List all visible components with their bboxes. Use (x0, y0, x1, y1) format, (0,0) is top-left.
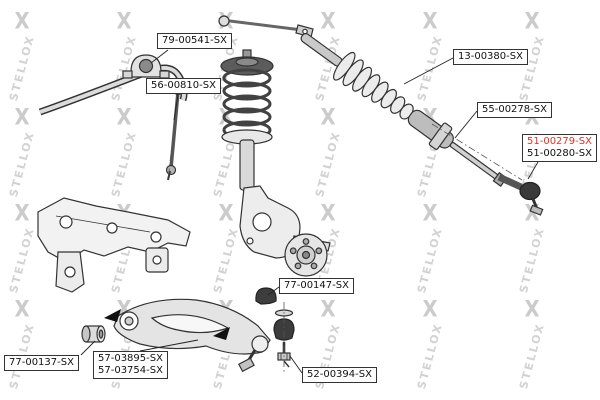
stellox-x-logo-icon: X (14, 9, 30, 35)
steering-rod-drawing (218, 15, 314, 38)
ball-joint-boot-drawing (255, 287, 277, 305)
stellox-x-logo-icon: X (116, 105, 132, 131)
part-number[interactable]: 13-00380-SX (458, 51, 523, 62)
stellox-x-logo-icon: X (218, 201, 234, 227)
subframe-drawing (37, 197, 191, 293)
strut-spring-drawing (220, 49, 274, 191)
part-number[interactable]: 77-00147-SX (284, 280, 349, 291)
part-number-highlighted[interactable]: 51-00279-SX (527, 136, 592, 147)
part-label-tie-rod-end[interactable]: 51-00279-SX 51-00280-SX (522, 134, 597, 162)
part-number[interactable]: 55-00278-SX (482, 104, 547, 115)
stellox-x-logo-icon: X (422, 297, 438, 323)
part-number[interactable]: 57-03895-SX (98, 353, 163, 364)
stellox-x-logo-icon: X (320, 105, 336, 131)
part-label-axial-rod[interactable]: 55-00278-SX (477, 102, 552, 118)
stellox-x-logo-icon: X (524, 9, 540, 35)
stellox-x-logo-icon: X (320, 297, 336, 323)
part-label-steering-rack[interactable]: 13-00380-SX (453, 49, 528, 65)
part-number[interactable]: 77-00137-SX (9, 357, 74, 368)
leader-lines (80, 49, 539, 374)
part-number[interactable]: 57-03754-SX (98, 365, 163, 376)
wheel-hub-drawing (284, 233, 328, 277)
arrow-left-icon (213, 327, 230, 340)
stellox-x-logo-icon: X (14, 297, 30, 323)
part-number[interactable]: 79-00541-SX (162, 35, 227, 46)
stellox-x-logo-icon: X (422, 201, 438, 227)
stellox-x-logo-icon: X (524, 297, 540, 323)
part-number[interactable]: 52-00394-SX (307, 369, 372, 380)
stellox-x-logo-icon: X (14, 201, 30, 227)
tie-rod-end-drawing (497, 173, 544, 216)
part-label-arm-bushing[interactable]: 77-00137-SX (4, 355, 79, 371)
arm-bushing-drawing (81, 325, 106, 343)
arrow-left-icon (104, 309, 121, 322)
stellox-x-logo-icon: X (320, 9, 336, 35)
control-arm-drawing (113, 298, 271, 373)
stabilizer-bushing-drawing (122, 54, 170, 79)
part-number[interactable]: 51-00280-SX (527, 148, 592, 159)
stellox-x-logo-icon: X (116, 9, 132, 35)
part-label-stabilizer-link[interactable]: 56-00810-SX (146, 78, 221, 94)
stellox-x-logo-icon: X (14, 105, 30, 131)
assembly-arrow-icons (104, 309, 230, 340)
stabilizer-link-drawing (165, 81, 184, 181)
stellox-x-logo-icon: X (422, 9, 438, 35)
part-label-ball-joint[interactable]: 52-00394-SX (302, 367, 377, 383)
part-label-ball-joint-boot[interactable]: 77-00147-SX (279, 278, 354, 294)
part-label-control-arm[interactable]: 57-03895-SX 57-03754-SX (93, 351, 168, 379)
stellox-x-logo-icon: X (320, 201, 336, 227)
part-label-stabilizer-bushing[interactable]: 79-00541-SX (157, 33, 232, 49)
part-number[interactable]: 56-00810-SX (151, 80, 216, 91)
